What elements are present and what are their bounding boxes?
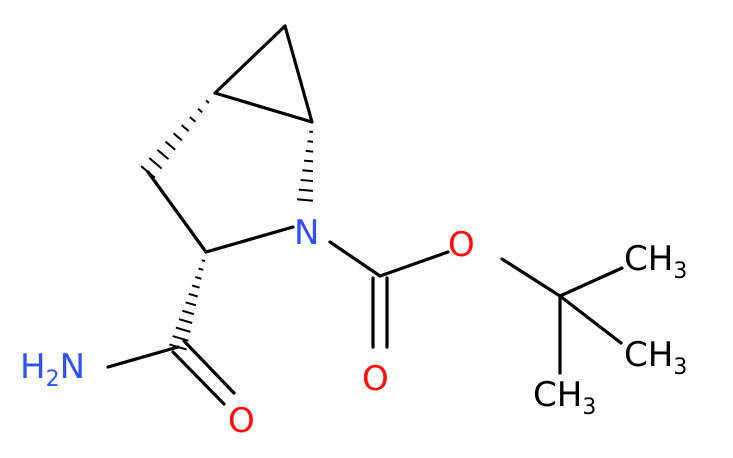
hash-stroke [298,188,314,192]
hash-stroke [175,326,191,333]
hash-stroke [213,91,217,95]
amine-h: H [20,347,46,387]
methyl-mid-label: CH3 [624,335,687,380]
hash-stroke [300,178,314,183]
methyl-bot-ch: CH [533,375,582,415]
amide-oxygen-label: O [228,401,255,441]
hashed-wedge-c3-amide [169,250,208,351]
hash-stroke [191,284,200,289]
carbonyl-oxygen-label: O [362,359,389,399]
bond-oester-cq [500,257,562,298]
hash-stroke [198,267,204,271]
bond-c3-n [204,225,295,254]
hash-stroke [185,301,197,307]
hash-stroke [172,335,189,342]
bond-amide-double-a [171,350,226,406]
hash-stroke [172,132,183,142]
bond-carbonyl-oester [378,250,450,278]
hash-stroke [204,250,208,254]
bond-n-carbonyl [328,240,382,278]
methyl-top-sub: 3 [673,259,687,284]
hash-stroke [305,149,314,153]
hash-stroke [164,140,176,151]
hash-stroke [296,198,314,202]
hash-stroke [189,116,197,123]
hashed-wedge-c6-n [296,120,314,202]
ester-oxygen-label: O [448,225,475,265]
hash-stroke [181,124,190,132]
ring-nitrogen-label: N [294,213,319,253]
amine-label: H2N [20,347,85,392]
bond-cq-ch3-mid [558,294,623,345]
hash-stroke [302,169,314,173]
hash-stroke [188,292,199,298]
methyl-bot-sub: 3 [582,395,596,420]
hash-stroke [195,276,202,280]
hash-stroke [205,99,210,104]
bond-c1-c6 [213,24,287,95]
hashed-wedge-c5-c4 [140,91,217,179]
methyl-top-ch: CH [624,239,673,279]
methyl-bot-label: CH3 [533,375,596,420]
bond-c1-c5 [283,24,314,124]
hash-stroke [178,318,193,324]
bond-c4-c3 [146,170,208,254]
amine-subscript: 2 [46,367,60,392]
hash-stroke [182,309,195,316]
bond-amide-n [106,345,180,369]
hash-stroke [197,107,203,114]
bond-amide-double-b [182,339,236,395]
hash-stroke [140,165,156,179]
hash-stroke [303,159,314,163]
bond-c5-c6 [213,91,314,124]
hash-stroke [156,149,170,160]
hash-stroke [201,259,206,263]
methyl-top-label: CH3 [624,239,687,284]
bond-cq-ch3-top [558,266,624,298]
methyl-mid-ch: CH [624,335,673,375]
amine-n: N [60,347,85,387]
hash-stroke [148,157,163,170]
methyl-mid-sub: 3 [673,355,687,380]
